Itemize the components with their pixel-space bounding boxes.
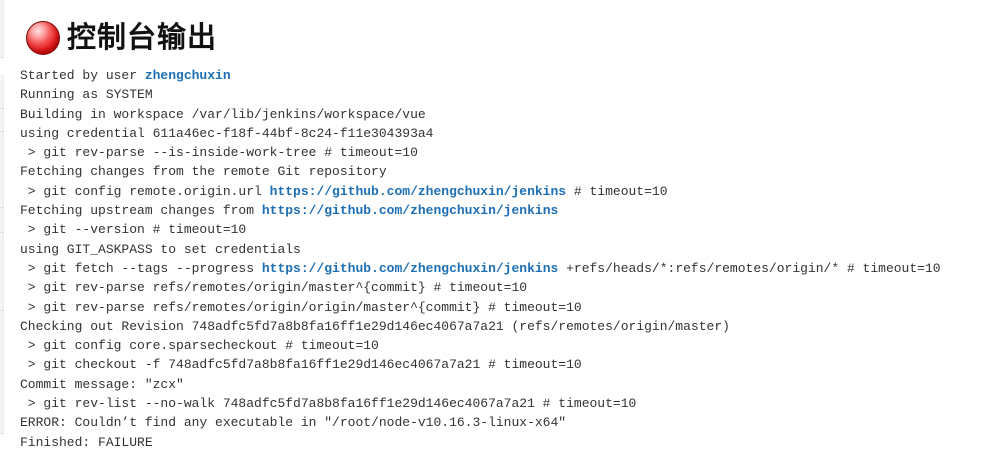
edge-separator bbox=[0, 108, 4, 109]
console-line: Started by user zhengchuxin bbox=[20, 66, 995, 85]
console-link[interactable]: https://github.com/zhengchuxin/jenkins bbox=[261, 260, 559, 276]
console-line: Building in workspace /var/lib/jenkins/w… bbox=[20, 105, 995, 124]
console-line: > git checkout -f 748adfc5fd7a8b8fa16ff1… bbox=[20, 355, 995, 374]
console-line: > git config remote.origin.url https://g… bbox=[20, 182, 995, 201]
console-line: Running as SYSTEM bbox=[20, 85, 995, 104]
page-title: 控制台输出 bbox=[67, 22, 218, 54]
console-line: > git --version # timeout=10 bbox=[20, 220, 995, 239]
console-line: Commit message: "zcx" bbox=[20, 375, 995, 394]
console-text: Checking out Revision 748adfc5fd7a8b8fa1… bbox=[20, 318, 730, 334]
console-text: Finished: FAILURE bbox=[20, 434, 153, 450]
console-text: # timeout=10 bbox=[566, 183, 668, 199]
console-text: > git rev-parse --is-inside-work-tree # … bbox=[20, 145, 418, 161]
edge-separator bbox=[0, 310, 4, 311]
page-header: 控制台输出 bbox=[26, 18, 217, 58]
edge-separator bbox=[0, 131, 4, 132]
console-text: Building in workspace /var/lib/jenkins/w… bbox=[20, 106, 426, 122]
console-line: > git rev-parse refs/remotes/origin/mast… bbox=[20, 278, 995, 297]
edge-gap bbox=[0, 58, 5, 75]
console-text: using GIT_ASKPASS to set credentials bbox=[20, 241, 301, 257]
console-text: > git fetch --tags --progress bbox=[20, 260, 262, 276]
console-text: > git rev-list --no-walk 748adfc5fd7a8b8… bbox=[20, 396, 637, 412]
console-text: ERROR: Couldn’t find any executable in "… bbox=[20, 415, 567, 431]
console-link[interactable]: https://github.com/zhengchuxin/jenkins bbox=[269, 183, 567, 199]
console-line: Checking out Revision 748adfc5fd7a8b8fa1… bbox=[20, 317, 995, 336]
console-text: > git --version # timeout=10 bbox=[20, 222, 247, 238]
console-text: Fetching changes from the remote Git rep… bbox=[20, 164, 387, 180]
console-line: ERROR: Couldn’t find any executable in "… bbox=[20, 413, 995, 432]
console-line: > git rev-list --no-walk 748adfc5fd7a8b8… bbox=[20, 394, 995, 413]
console-line: using credential 611a46ec-f18f-44bf-8c24… bbox=[20, 124, 995, 143]
console-line: Finished: FAILURE bbox=[20, 433, 995, 452]
console-line: > git fetch --tags --progress https://gi… bbox=[20, 259, 995, 278]
console-text: Fetching upstream changes from bbox=[20, 203, 262, 219]
edge-separator bbox=[0, 433, 4, 434]
console-text: using credential 611a46ec-f18f-44bf-8c24… bbox=[20, 125, 434, 141]
console-text: Started by user bbox=[20, 68, 145, 83]
side-panel-edge bbox=[0, 0, 5, 434]
console-text: +refs/heads/*:refs/remotes/origin/* # ti… bbox=[558, 260, 941, 276]
edge-separator bbox=[0, 57, 4, 58]
console-text: > git checkout -f 748adfc5fd7a8b8fa16ff1… bbox=[20, 357, 582, 373]
build-status-red-ball-icon bbox=[26, 21, 60, 55]
console-line: Fetching upstream changes from https://g… bbox=[20, 201, 995, 220]
console-text: Commit message: "zcx" bbox=[20, 376, 184, 392]
console-text: > git config remote.origin.url bbox=[20, 183, 270, 199]
console-link[interactable]: zhengchuxin bbox=[144, 68, 231, 83]
console-line: Fetching changes from the remote Git rep… bbox=[20, 162, 995, 181]
console-line: > git config core.sparsecheckout # timeo… bbox=[20, 336, 995, 355]
console-line: > git rev-parse --is-inside-work-tree # … bbox=[20, 143, 995, 162]
console-text: Running as SYSTEM bbox=[20, 87, 153, 103]
console-text: > git config core.sparsecheckout # timeo… bbox=[20, 338, 379, 354]
console-link[interactable]: https://github.com/zhengchuxin/jenkins bbox=[261, 203, 559, 219]
edge-separator bbox=[0, 232, 4, 233]
console-line: using GIT_ASKPASS to set credentials bbox=[20, 240, 995, 259]
edge-separator bbox=[0, 207, 4, 208]
console-text: > git rev-parse refs/remotes/origin/orig… bbox=[20, 299, 582, 315]
console-line: > git rev-parse refs/remotes/origin/orig… bbox=[20, 298, 995, 317]
console-text: > git rev-parse refs/remotes/origin/mast… bbox=[20, 280, 528, 296]
